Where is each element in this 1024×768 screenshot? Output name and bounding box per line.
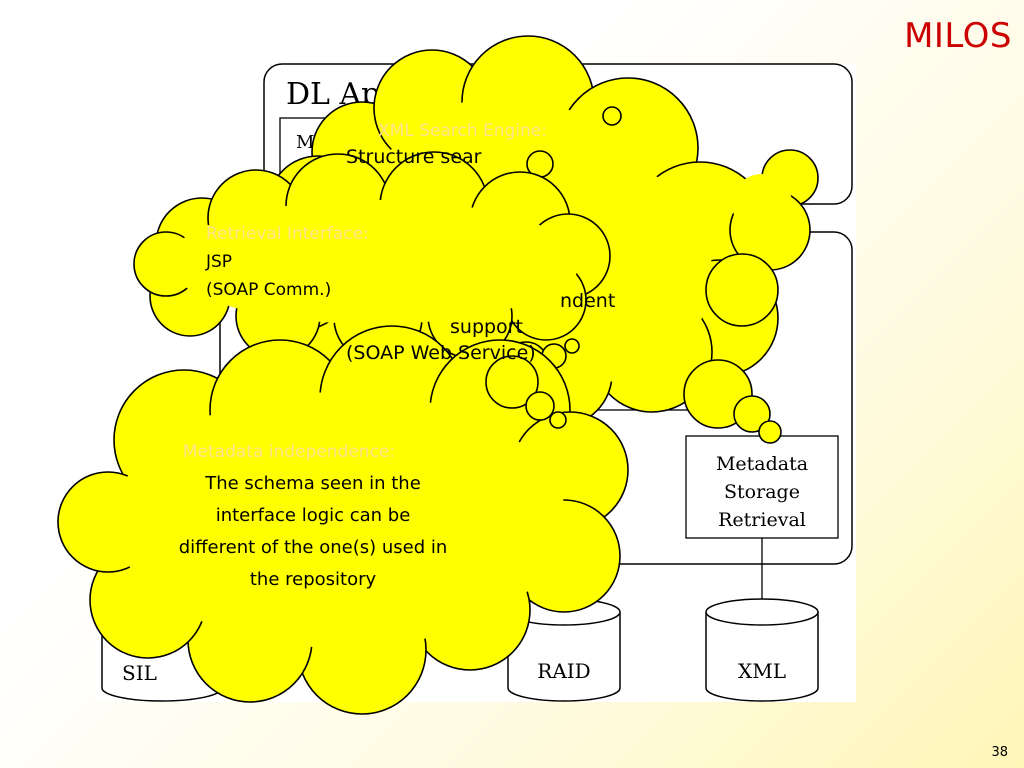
metadata-storage-label-line-3: Retrieval (718, 509, 806, 531)
metadata-storage-box (685, 435, 839, 539)
callout-cloud-xml-search-side (705, 149, 819, 327)
repository-xml: XML (705, 598, 819, 702)
repository-raid-label: RAID (537, 659, 590, 683)
retrieval-line-1: JSP (206, 252, 233, 272)
slide-title: MILOS (904, 16, 1012, 56)
metadata-storage-label-line-2: Storage (724, 481, 800, 503)
retrieval-callout-text: Retrieval Interface: JSP (SOAP Comm.) (206, 220, 466, 304)
page-number: 38 (991, 745, 1008, 760)
thought-bubbles-metadata (485, 355, 567, 429)
metadata-line-2: interface logic can be (215, 505, 411, 526)
xml-search-heading: XML Search Engine: (378, 121, 547, 141)
xml-search-callout-text-lower: ndent support (SOAP Web Service) (346, 288, 646, 366)
metadata-line-3: different of the one(s) used in (178, 537, 448, 558)
metadata-callout-text: Metadata independence: The schema seen i… (128, 436, 498, 596)
metadata-storage-label-line-1: Metadata (716, 453, 808, 475)
callout-cloud-metadata (57, 325, 629, 715)
retrieval-heading: Retrieval Interface: (206, 224, 369, 244)
repository-xml-label: XML (738, 659, 786, 683)
xml-search-callout-text: XML Search Engine: Structure sear (346, 118, 676, 170)
xml-search-line-4: (SOAP Web Service) (346, 342, 536, 364)
dl-application-inner-fragment: M (296, 132, 314, 153)
callout-cloud-retrieval (133, 151, 611, 363)
xml-search-line-1: Structure sear (346, 146, 482, 168)
repository-sil-label: SIL (122, 661, 157, 685)
metadata-heading: Metadata independence: (182, 442, 396, 462)
metadata-line-4: the repository (249, 569, 377, 590)
xml-search-line-2: ndent (560, 290, 616, 312)
thought-bubbles-xml-search (526, 106, 782, 444)
retrieval-line-2: (SOAP Comm.) (206, 280, 332, 300)
metadata-line-1: The schema seen in the (205, 473, 421, 494)
xml-search-line-3: support (450, 316, 523, 338)
